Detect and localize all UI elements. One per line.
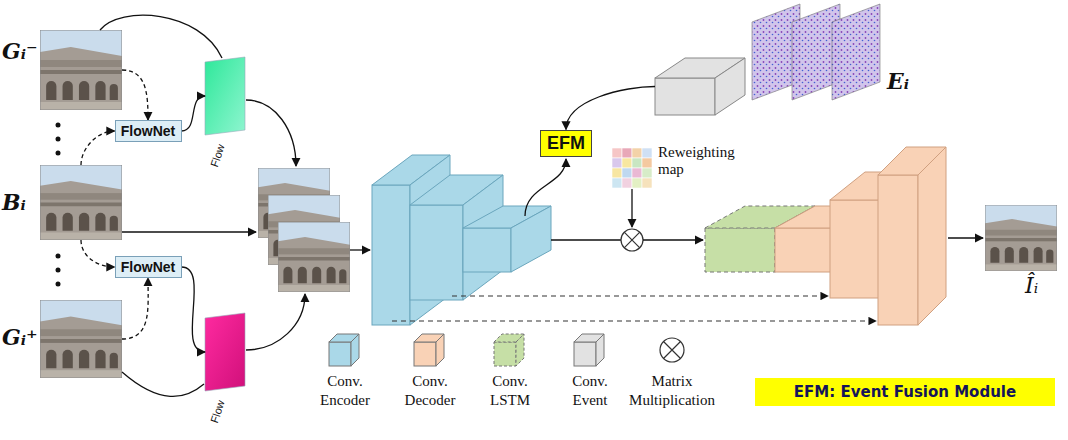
legend-text: Conv. Decoder [395,372,465,410]
flow-map: Flow [205,57,245,135]
input-frame: Gᵢ⁺ [40,300,122,378]
legend-swatch [570,330,610,368]
flow-connector [122,278,148,339]
legend-text: Conv. Encoder [310,372,380,410]
flow-connector [81,240,115,267]
legend-swatch [325,330,365,368]
flow-connector [182,96,206,131]
flow-connector [81,131,115,165]
event-label: Eᵢ [887,70,909,92]
input-frame: Gᵢ⁻ [40,30,122,110]
legend-swatch [410,330,450,368]
output-frame: Îᵢ [985,205,1057,271]
reweighting-map: Reweighting map [612,148,652,188]
legend-swatch [490,330,530,368]
flow-label: Flow [209,143,227,168]
event-encoder: Eᵢ [655,58,745,115]
flow-map: Flow [205,313,245,391]
map-label: Reweighting map [658,144,753,179]
flownet-box: FlowNet [115,120,182,142]
note-text: EFM: Event Fusion Module [794,383,1016,401]
blurry-frame: Bᵢ [40,165,122,240]
module-name: FlowNet [121,259,175,275]
flow-label: Flow [209,399,227,424]
flow-connector [122,70,148,120]
output-label: Îᵢ [1025,275,1038,297]
module-name: EFM [547,133,585,154]
multiplication-symbol [652,330,692,368]
legend-text: Matrix Multiplication [622,372,722,410]
legend-text: Conv. LSTM [475,372,545,410]
flownet-box: FlowNet [115,256,182,278]
abbreviation-note: EFM: Event Fusion Module [755,378,1055,406]
frame-label: Gᵢ⁻ [2,40,38,62]
frame-label: Gᵢ⁺ [2,326,38,348]
frame-label: Bᵢ [2,191,26,213]
module-name: FlowNet [121,123,175,139]
legend-text: Conv. Event [555,372,625,410]
flow-connector [182,267,206,352]
fusion-module-box: EFM [540,130,592,157]
flow-connector [566,87,655,130]
